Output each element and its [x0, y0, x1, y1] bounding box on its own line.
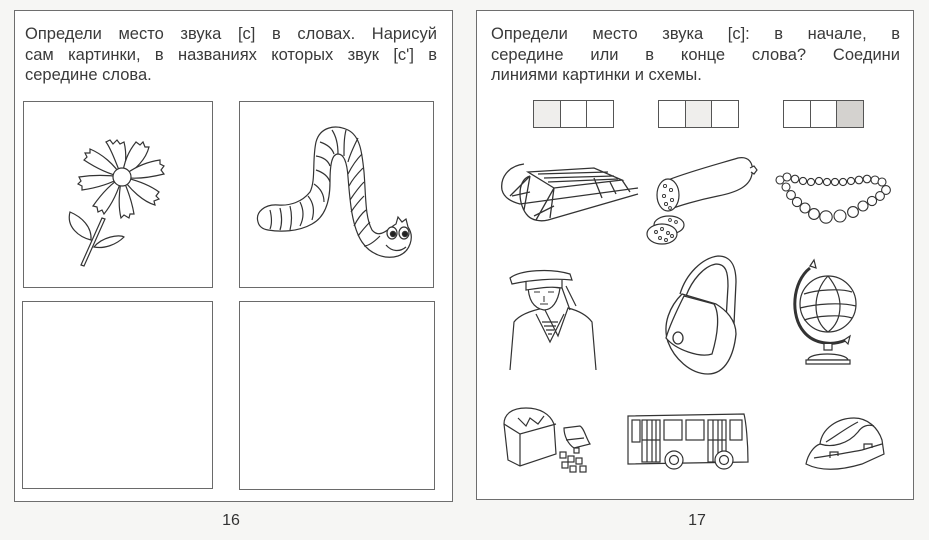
instruction-line: середине слова.	[25, 66, 152, 84]
schema-cell-filled	[533, 100, 561, 128]
picture-sled[interactable]	[490, 158, 646, 228]
sound-schema-middle[interactable]	[658, 100, 739, 128]
schema-cell-empty	[559, 100, 588, 128]
picture-bag[interactable]	[656, 254, 742, 376]
beads-icon	[775, 172, 891, 224]
instruction-line: середине или в конце слова? Соедини	[491, 45, 900, 64]
caterpillar-icon	[256, 126, 412, 258]
picture-bus[interactable]	[626, 412, 750, 472]
page-number: 16	[222, 512, 240, 529]
page-number: 17	[688, 512, 706, 529]
picture-bread-and-cheese[interactable]	[500, 404, 594, 478]
picture-box-flower	[23, 101, 213, 288]
picture-globe[interactable]	[790, 254, 860, 368]
picture-sausage[interactable]	[638, 152, 768, 248]
sailor-icon	[509, 269, 597, 370]
schema-cell-empty	[783, 100, 811, 128]
left-page-instruction: Определи место звука [с] в словах. Нарис…	[25, 24, 437, 86]
bread-icon	[503, 407, 591, 473]
instruction-line: Определи место звука [с]: в начале, в	[491, 25, 900, 43]
sausage-icon	[646, 157, 758, 245]
empty-drawing-box	[22, 301, 213, 489]
hard-hat-icon	[805, 417, 885, 470]
empty-drawing-box	[239, 301, 435, 490]
instruction-line: сам картинки, в названиях которых звук […	[25, 45, 437, 64]
sound-schema-start[interactable]	[533, 100, 614, 128]
picture-sailor[interactable]	[500, 262, 600, 370]
bus-icon	[627, 413, 749, 470]
instruction-line: линиями картинки и схемы.	[491, 66, 702, 84]
schema-cell-empty	[809, 100, 838, 128]
instruction-line: Определи место звука [с] в словах. Нарис…	[25, 25, 437, 43]
schema-cell-filled	[684, 100, 713, 128]
right-page-instruction: Определи место звука [с]: в начале, в се…	[491, 24, 900, 86]
flower-icon	[68, 139, 166, 267]
globe-icon	[793, 258, 857, 365]
schema-cell-empty	[658, 100, 686, 128]
sled-icon	[501, 163, 639, 222]
sound-schema-end[interactable]	[783, 100, 864, 128]
schema-cell-empty	[711, 100, 739, 128]
schema-cell-filled	[836, 100, 864, 128]
picture-hard-hat[interactable]	[802, 414, 888, 474]
bag-icon	[665, 255, 737, 375]
picture-box-caterpillar	[239, 101, 434, 288]
picture-beads[interactable]	[774, 172, 894, 232]
schema-cell-empty	[586, 100, 614, 128]
